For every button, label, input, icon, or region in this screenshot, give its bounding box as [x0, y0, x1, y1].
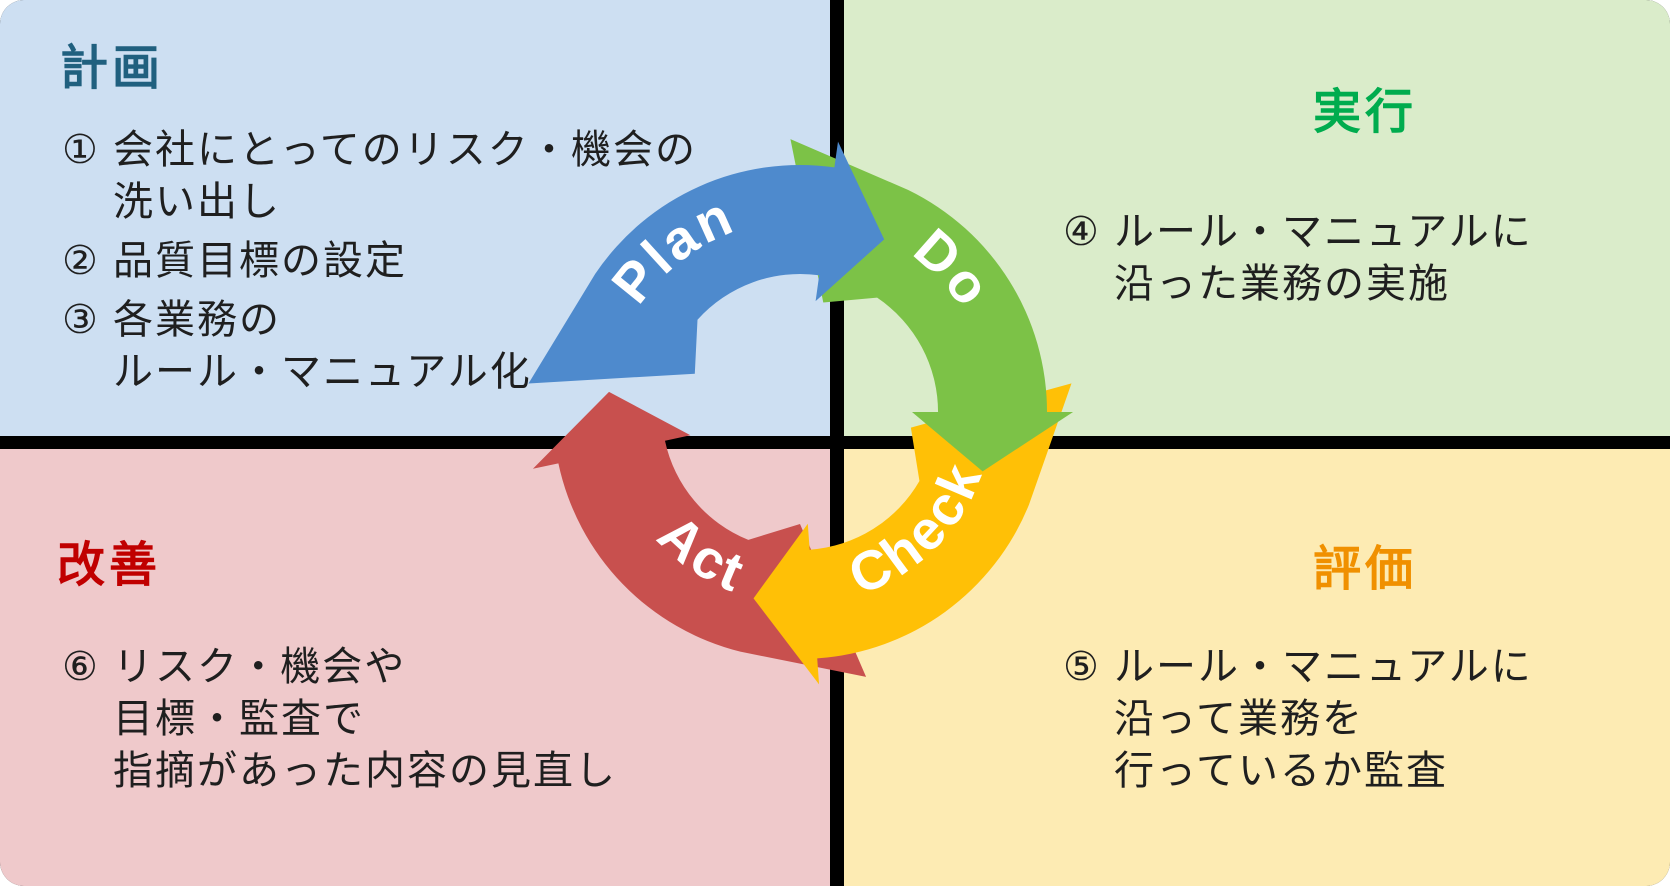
- quadrant-do-items: ④ ルール・マニュアルに 沿った業務の実施: [1063, 206, 1533, 317]
- quadrant-check-items: ⑤ ルール・マニュアルに 沿って業務を 行っているか監査: [1063, 641, 1533, 804]
- quadrant-check-title: 評価: [1312, 543, 1417, 596]
- list-item: ① 会社にとってのリスク・機会の 洗い出し: [62, 124, 697, 228]
- quadrant-act: 改善 ⑥ リスク・機会や 目標・監査で 指摘があった内容の見直し: [0, 449, 830, 886]
- quadrant-plan-title: 計画: [60, 42, 165, 95]
- item-number: ⑤: [1063, 645, 1099, 689]
- item-line: 品質目標の設定: [113, 239, 407, 283]
- item-line: 洗い出し: [113, 180, 281, 224]
- item-number: ④: [1063, 210, 1099, 254]
- item-line: 会社にとってのリスク・機会の: [113, 128, 697, 172]
- item-line: 沿った業務の実施: [1114, 262, 1450, 306]
- item-line: ルール・マニュアル化: [113, 350, 532, 394]
- list-item: ⑤ ルール・マニュアルに 沿って業務を 行っているか監査: [1063, 641, 1533, 797]
- quadrant-act-title: 改善: [57, 539, 162, 592]
- item-line: ルール・マニュアルに: [1114, 210, 1533, 254]
- list-item: ② 品質目標の設定: [62, 235, 697, 287]
- quadrant-act-items: ⑥ リスク・機会や 目標・監査で 指摘があった内容の見直し: [62, 641, 617, 804]
- item-line: リスク・機会や: [113, 645, 407, 689]
- item-number: ⑥: [62, 645, 98, 689]
- quadrant-do-title: 実行: [1312, 86, 1417, 139]
- cycle-arrow-plan: [528, 141, 885, 384]
- item-line: 目標・監査で: [113, 697, 365, 741]
- quadrant-plan-items: ① 会社にとってのリスク・機会の 洗い出し ② 品質目標の設定 ③ 各業務の ル…: [62, 124, 697, 405]
- item-number: ①: [62, 128, 98, 172]
- list-item: ⑥ リスク・機会や 目標・監査で 指摘があった内容の見直し: [62, 641, 617, 797]
- item-number: ②: [62, 239, 98, 283]
- item-line: 各業務の: [113, 298, 281, 342]
- list-item: ④ ルール・マニュアルに 沿った業務の実施: [1063, 206, 1533, 310]
- pdca-cycle: Plan Do Check Act: [528, 139, 1074, 685]
- list-item: ③ 各業務の ルール・マニュアル化: [62, 294, 697, 398]
- item-number: ③: [62, 298, 98, 342]
- quadrant-do: 実行 ④ ルール・マニュアルに 沿った業務の実施: [844, 0, 1670, 436]
- item-line: ルール・マニュアルに: [1114, 645, 1533, 689]
- item-line: 指摘があった内容の見直し: [113, 749, 617, 793]
- item-line: 沿って業務を: [1114, 697, 1364, 741]
- item-line: 行っているか監査: [1114, 749, 1448, 793]
